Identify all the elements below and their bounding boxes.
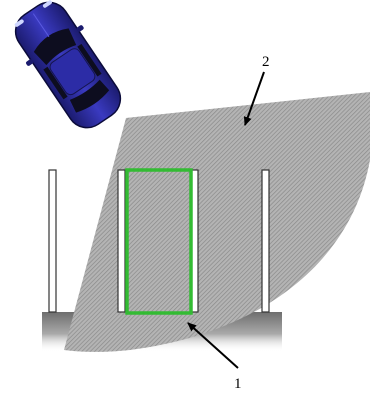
sensor-detection-zone [64,92,370,352]
parking-space-outline [125,168,193,315]
car-top-view-icon [14,0,122,129]
callout-1-arrow [187,322,239,369]
callout-label-1: 1 [234,376,242,392]
callout-label-2: 2 [262,54,270,70]
pillar-left [48,169,57,313]
callout-2-arrow [243,71,265,126]
pillar-mid-left [117,169,126,313]
pillar-right [261,169,270,313]
